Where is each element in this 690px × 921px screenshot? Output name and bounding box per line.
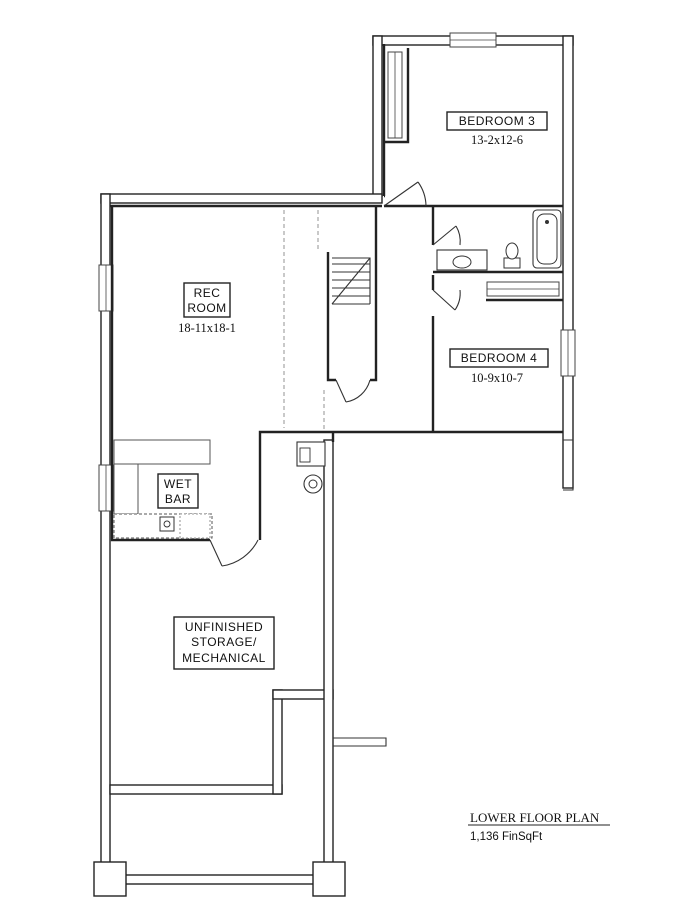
rec-room-dims: 18-11x18-1 xyxy=(178,321,236,335)
plan-title: LOWER FLOOR PLAN xyxy=(470,810,600,825)
room-label-storage: UNFINISHED STORAGE/ MECHANICAL xyxy=(173,616,275,670)
rec-room-name-line2: ROOM xyxy=(187,301,226,315)
storage-line2: STORAGE/ xyxy=(191,635,257,649)
wet-bar-counters xyxy=(113,439,213,539)
wet-bar-line2: BAR xyxy=(165,492,191,506)
bedroom-3-name: BEDROOM 3 xyxy=(459,114,536,128)
plan-area: 1,136 FinSqFt xyxy=(470,831,543,843)
doors xyxy=(209,181,461,567)
plan-title-block: LOWER FLOOR PLAN 1,136 FinSqFt xyxy=(468,810,610,843)
mechanical-fixtures xyxy=(296,441,326,494)
bath-fixtures xyxy=(436,209,562,271)
bedroom-4-name: BEDROOM 4 xyxy=(461,351,538,365)
wet-bar-line1: WET xyxy=(164,477,192,491)
room-label-rec-room: REC ROOM 18-11x18-1 xyxy=(178,282,236,335)
stair-treads xyxy=(331,257,371,305)
interior-walls xyxy=(110,44,574,747)
storage-line3: MECHANICAL xyxy=(182,651,266,665)
rec-room-name-line1: REC xyxy=(194,286,221,300)
foundation-walls xyxy=(93,35,574,897)
room-label-bedroom-4: BEDROOM 4 10-9x10-7 xyxy=(449,348,549,385)
bedroom-3-dims: 13-2x12-6 xyxy=(471,133,523,147)
room-label-bedroom-3: BEDROOM 3 13-2x12-6 xyxy=(446,111,548,147)
storage-line1: UNFINISHED xyxy=(185,620,263,634)
bedroom-4-dims: 10-9x10-7 xyxy=(471,371,523,385)
room-label-wet-bar: WET BAR xyxy=(157,473,199,509)
